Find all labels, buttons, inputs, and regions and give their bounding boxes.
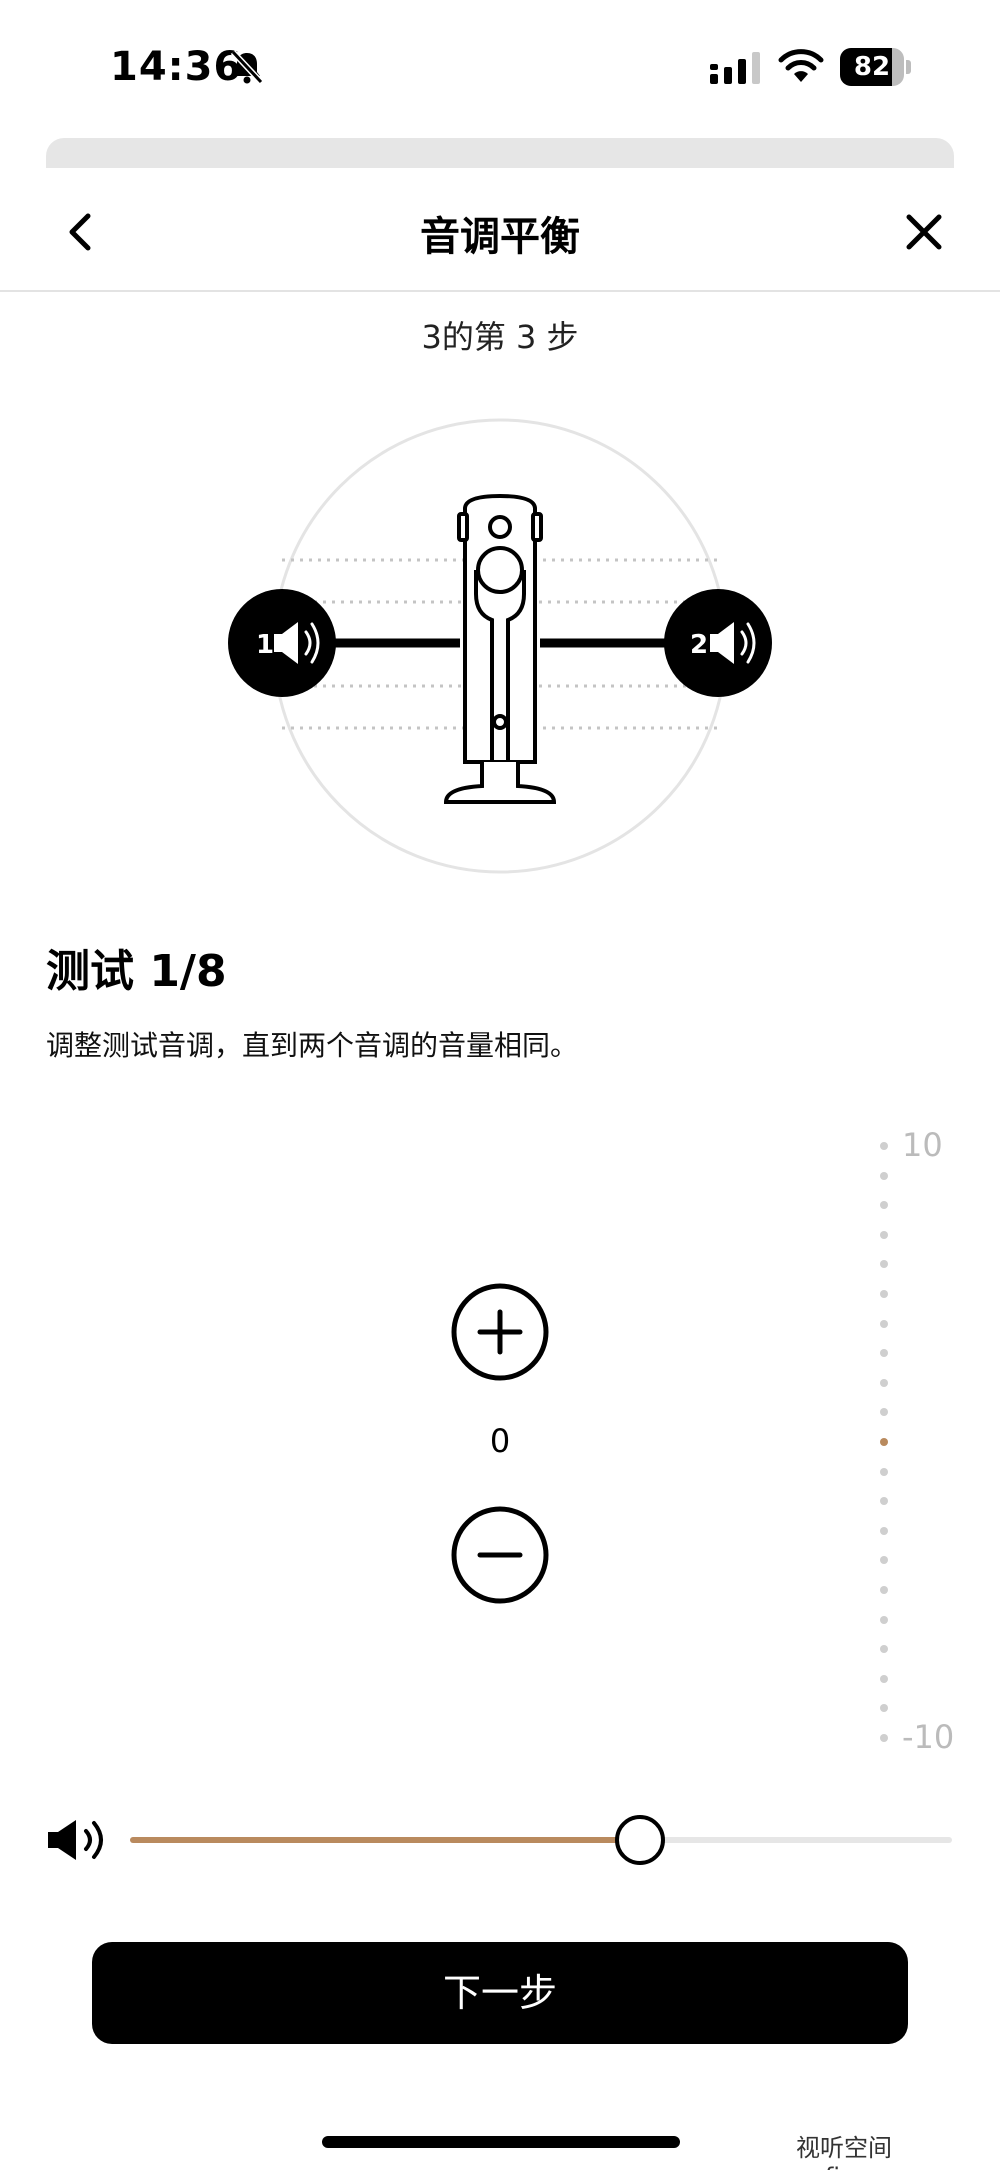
battery-fill [840, 48, 893, 86]
close-icon [906, 214, 942, 250]
decrease-button[interactable] [450, 1505, 550, 1605]
level-value: 0 [489, 1422, 511, 1460]
center-speaker-icon [443, 493, 557, 804]
speaker-1-icon [274, 622, 298, 664]
page-title: 音调平衡 [420, 214, 580, 260]
test-description: 调整测试音调，直到两个音调的音量相同。 [46, 1029, 579, 1062]
next-button[interactable]: 下一步 [92, 1942, 908, 2044]
nav-bar: 音调平衡 [0, 170, 1000, 292]
wifi-icon [778, 49, 824, 82]
scale-dot [880, 1290, 888, 1298]
test-title: 测试 1/8 [46, 946, 227, 997]
scale-dot [880, 1556, 888, 1565]
scale-max-label: 10 [902, 1126, 943, 1164]
scale-dot [880, 1645, 888, 1654]
scale-dot [880, 1260, 888, 1269]
scale-dot [880, 1230, 888, 1239]
speaker-1-badge: 1 [228, 589, 336, 697]
speaker-2-icon [710, 622, 734, 664]
scale-dot [880, 1674, 888, 1683]
scale-dot [880, 1438, 888, 1446]
scale-dot [880, 1171, 888, 1180]
battery-body: 82 [840, 48, 904, 86]
back-button[interactable] [50, 200, 114, 264]
status-time: 14:36 [110, 44, 243, 90]
plus-icon [477, 1309, 523, 1355]
scale-dot [880, 1319, 888, 1328]
scale-dot [880, 1615, 888, 1624]
battery-level: 82 [853, 52, 891, 82]
volume-slider-fill [130, 1837, 640, 1843]
scale-dot [880, 1467, 888, 1476]
scale-dot [880, 1526, 888, 1535]
bell-slash-icon [230, 49, 264, 85]
home-indicator [322, 2136, 680, 2148]
volume-slider-thumb[interactable] [614, 1815, 665, 1865]
close-button[interactable] [892, 200, 956, 264]
volume-row [0, 1800, 1000, 1880]
step-indicator: 3的第 3 步 [421, 318, 579, 356]
scale-min-label: -10 [902, 1718, 955, 1756]
scale-dot [880, 1408, 888, 1417]
scale-dot [880, 1142, 888, 1150]
status-bar: 14:36 82 [0, 0, 1000, 130]
increase-button[interactable] [450, 1282, 550, 1382]
speaker-2-label: 2 [690, 630, 708, 660]
signal-icon [710, 52, 760, 84]
scale-dot [880, 1497, 888, 1506]
scale-dot [880, 1201, 888, 1210]
chevron-left-icon [69, 213, 91, 251]
volume-slider-track[interactable] [130, 1815, 952, 1865]
scale-dot [880, 1586, 888, 1594]
speaker-1-label: 1 [256, 630, 274, 660]
battery-icon: 82 [840, 48, 912, 86]
level-scale: 10 -10 [872, 1126, 982, 1756]
speaker-balance-illustration: 1 2 [228, 418, 772, 874]
sheet-handle[interactable] [46, 138, 954, 168]
watermark: 视听空间 avfine.com [796, 2134, 929, 2170]
battery-tip [906, 60, 911, 74]
scale-dot [880, 1704, 888, 1713]
scale-dot [880, 1734, 888, 1742]
scale-dot [880, 1378, 888, 1387]
speaker-2-badge: 2 [664, 589, 772, 697]
speaker-icon [48, 1820, 103, 1860]
scale-dot [880, 1349, 888, 1358]
